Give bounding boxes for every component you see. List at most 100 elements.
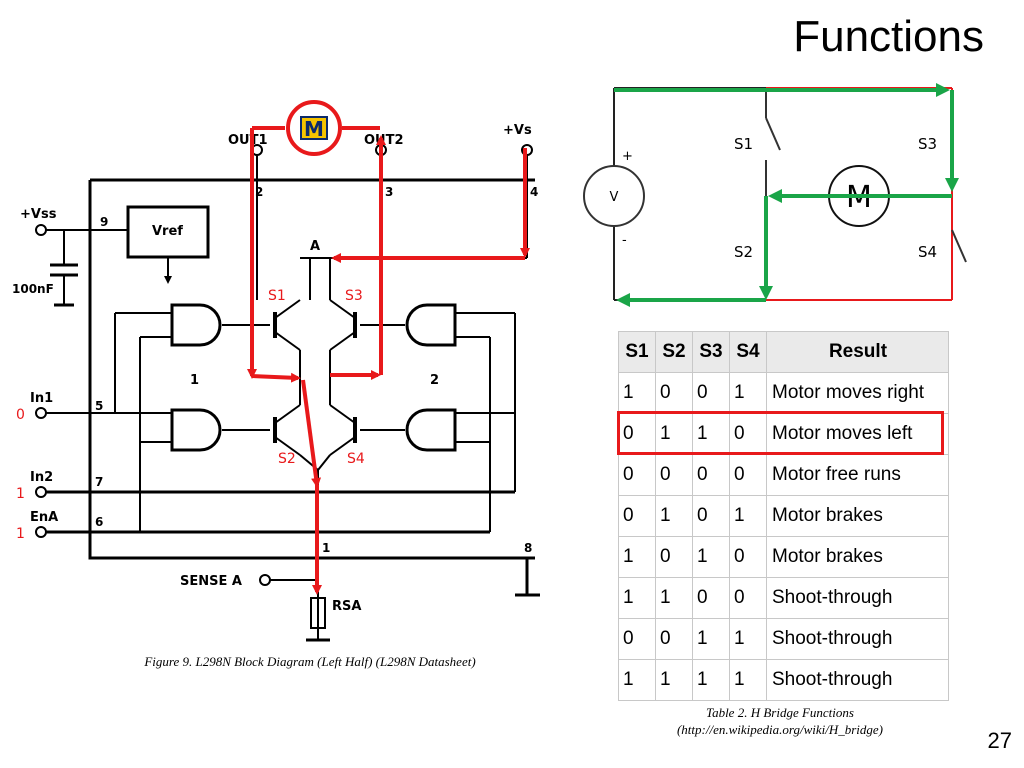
table-cell-result: Motor brakes bbox=[766, 536, 949, 578]
table-cell: 0 bbox=[655, 372, 693, 414]
table-header-row: S1 S2 S3 S4 Result bbox=[618, 331, 949, 373]
header-s3: S3 bbox=[692, 331, 730, 373]
table-row: 0 0 1 1 Shoot-through bbox=[618, 618, 949, 660]
table-caption-line2: (http://en.wikipedia.org/wiki/H_bridge) bbox=[676, 722, 884, 737]
label-pin-2: 2 bbox=[255, 185, 263, 199]
right-switch-s2: S2 bbox=[734, 243, 753, 261]
label-pin-9: 9 bbox=[100, 215, 108, 229]
page-number: 27 bbox=[987, 728, 1012, 753]
and-gate-bottom-left bbox=[170, 408, 222, 452]
and-gate-top-right bbox=[405, 303, 457, 347]
table-cell: 1 bbox=[729, 659, 767, 701]
table-cell: 1 bbox=[618, 577, 656, 619]
left-red-annotations: S1 S3 S2 S4 0 1 1 bbox=[16, 288, 365, 542]
left-switch-s4: S4 bbox=[347, 451, 365, 467]
table-row: 1 1 0 0 Shoot-through bbox=[618, 577, 949, 619]
source-minus: - bbox=[622, 233, 627, 248]
label-vss: +Vss bbox=[20, 207, 57, 222]
label-pin-1: 1 bbox=[322, 541, 330, 555]
input-value-in2: 1 bbox=[16, 486, 25, 502]
slide-title: Functions bbox=[793, 12, 984, 61]
header-result: Result bbox=[766, 331, 949, 373]
label-sense: SENSE A bbox=[180, 574, 242, 589]
right-switch-s1: S1 bbox=[734, 135, 753, 153]
label-rsa: RSA bbox=[332, 599, 361, 614]
and-gate-top-left bbox=[170, 303, 222, 347]
table-row: 1 1 1 1 Shoot-through bbox=[618, 659, 949, 701]
table-caption-line1: Table 2. H Bridge Functions bbox=[706, 705, 854, 720]
table-cell: 0 bbox=[618, 454, 656, 496]
input-value-ena: 1 bbox=[16, 526, 25, 542]
header-s2: S2 bbox=[655, 331, 693, 373]
right-switch-s4: S4 bbox=[918, 243, 937, 261]
highlight-row-box bbox=[617, 411, 944, 455]
sense-resistor bbox=[310, 597, 326, 629]
header-s1: S1 bbox=[618, 331, 656, 373]
table-row: 1 0 1 0 Motor brakes bbox=[618, 536, 949, 578]
table-cell: 1 bbox=[618, 659, 656, 701]
label-pin-5: 5 bbox=[95, 399, 103, 413]
table-cell: 1 bbox=[655, 659, 693, 701]
label-in2: In2 bbox=[30, 470, 53, 485]
table-cell-result: Motor free runs bbox=[766, 454, 949, 496]
table-cell: 1 bbox=[692, 659, 730, 701]
table-cell: 1 bbox=[618, 372, 656, 414]
label-gate-2: 2 bbox=[430, 373, 439, 388]
label-pin-8: 8 bbox=[524, 541, 532, 555]
table-cell: 1 bbox=[655, 495, 693, 537]
voltage-source bbox=[583, 165, 645, 227]
label-ena: EnA bbox=[30, 510, 58, 525]
table-cell: 0 bbox=[729, 536, 767, 578]
left-current-path bbox=[247, 126, 530, 595]
table-cell: 0 bbox=[618, 618, 656, 660]
left-switch-s1: S1 bbox=[268, 288, 286, 304]
table-cell-result: Shoot-through bbox=[766, 618, 949, 660]
label-gate-1: 1 bbox=[190, 373, 199, 388]
input-value-in1: 0 bbox=[16, 407, 25, 423]
table-row: 1 0 0 1 Motor moves right bbox=[618, 372, 949, 414]
table-cell: 0 bbox=[729, 577, 767, 619]
header-s4: S4 bbox=[729, 331, 767, 373]
right-switch-s3: S3 bbox=[918, 135, 937, 153]
table-cell: 0 bbox=[655, 536, 693, 578]
left-switch-s2: S2 bbox=[278, 451, 296, 467]
table-cell: 0 bbox=[655, 618, 693, 660]
table-cell: 1 bbox=[729, 372, 767, 414]
table-row: 0 0 0 0 Motor free runs bbox=[618, 454, 949, 496]
label-pin-3: 3 bbox=[385, 185, 393, 199]
label-in1: In1 bbox=[30, 391, 53, 406]
label-pin-4: 4 bbox=[530, 185, 538, 199]
label-pin-7: 7 bbox=[95, 475, 103, 489]
table-cell: 1 bbox=[729, 618, 767, 660]
table-cell: 0 bbox=[692, 577, 730, 619]
table-cell-result: Shoot-through bbox=[766, 577, 949, 619]
table-cell-result: Motor moves right bbox=[766, 372, 949, 414]
table-cell: 1 bbox=[729, 495, 767, 537]
label-node-a: A bbox=[310, 239, 320, 254]
label-pin-6: 6 bbox=[95, 515, 103, 529]
label-out2: OUT2 bbox=[364, 133, 404, 148]
table-cell: 1 bbox=[692, 618, 730, 660]
label-out1: OUT1 bbox=[228, 133, 268, 148]
label-vs: +Vs bbox=[503, 123, 532, 138]
and-gate-bottom-right bbox=[405, 408, 457, 452]
motor-logo-letter: M bbox=[304, 117, 324, 141]
table-cell: 0 bbox=[655, 454, 693, 496]
table-cell: 1 bbox=[692, 536, 730, 578]
motor-logo: M bbox=[286, 100, 342, 156]
table-cell: 0 bbox=[618, 495, 656, 537]
source-plus: + bbox=[622, 149, 633, 164]
table-cell: 0 bbox=[692, 495, 730, 537]
table-cell: 0 bbox=[729, 454, 767, 496]
chip-outline bbox=[88, 178, 535, 560]
table-row: 0 1 0 1 Motor brakes bbox=[618, 495, 949, 537]
label-cap: 100nF bbox=[12, 282, 54, 296]
table-cell: 0 bbox=[692, 372, 730, 414]
table-cell: 0 bbox=[692, 454, 730, 496]
table-cell: 1 bbox=[618, 536, 656, 578]
table-cell: 1 bbox=[655, 577, 693, 619]
figure-caption: Figure 9. L298N Block Diagram (Left Half… bbox=[144, 654, 476, 669]
table-caption: Table 2. H Bridge Functions (http://en.w… bbox=[590, 704, 970, 738]
left-diagram-labels: OUT1 OUT2 +Vs +Vss Vref 100nF In1 In2 En… bbox=[12, 123, 538, 614]
